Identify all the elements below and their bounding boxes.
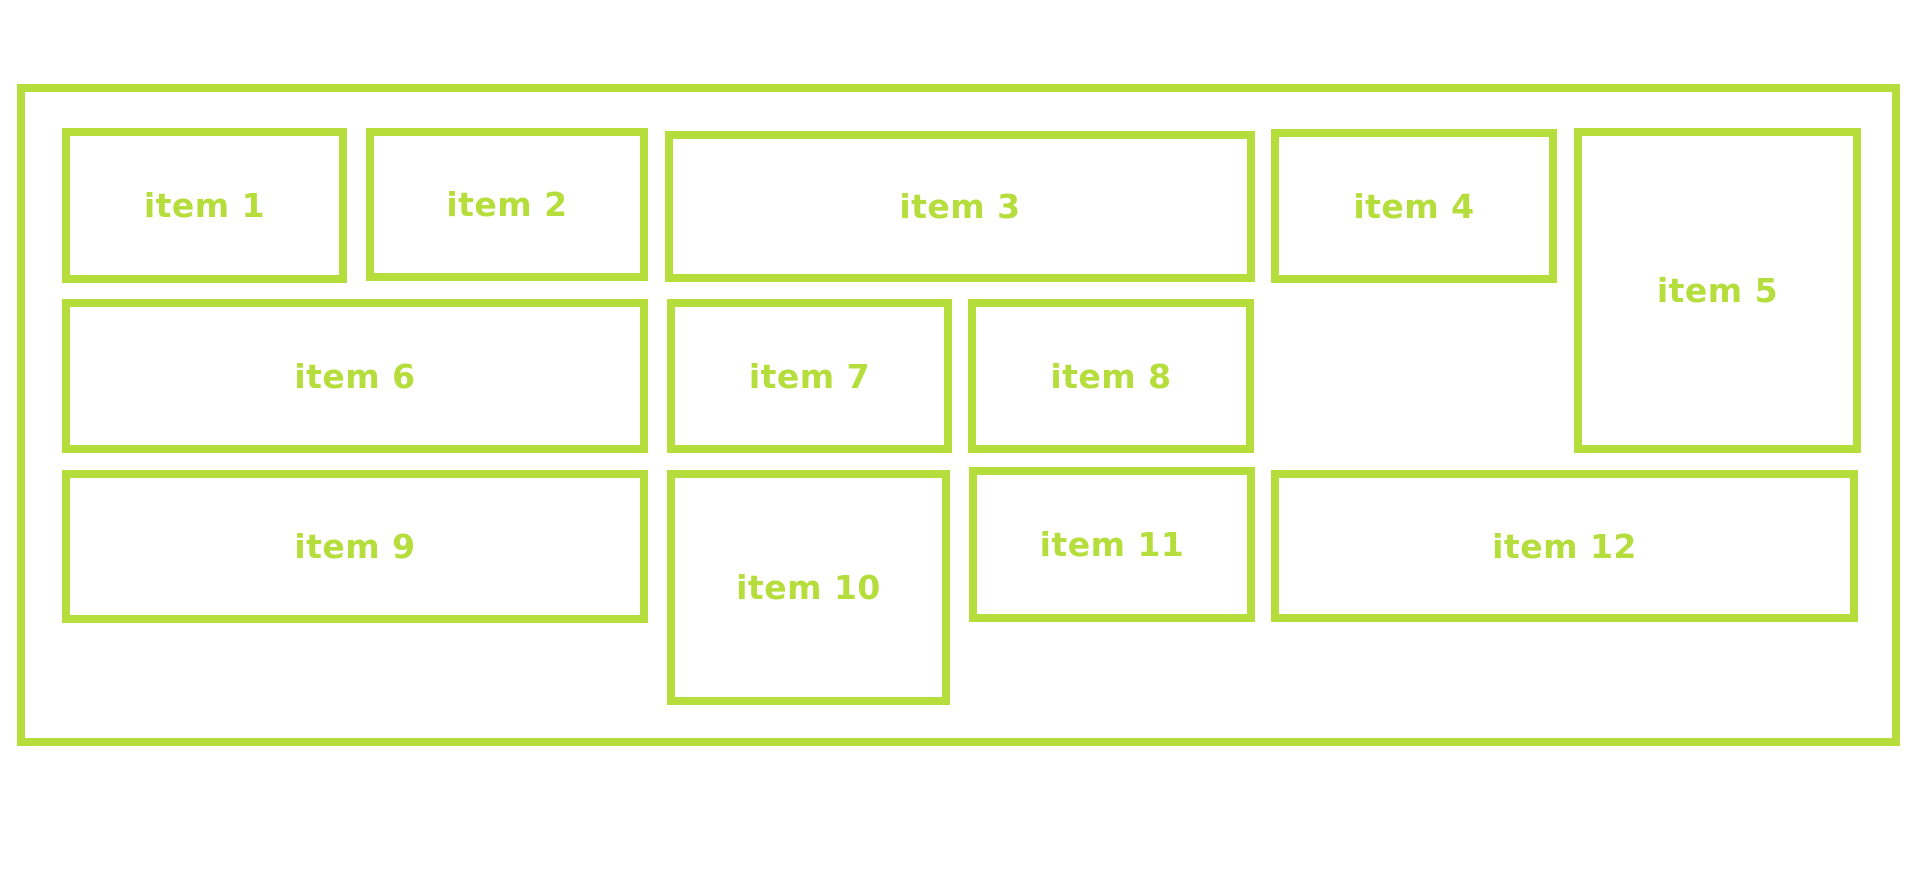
grid-item-6: item 6 <box>62 299 648 453</box>
grid-item-9: item 9 <box>62 470 648 623</box>
grid-item-label: item 11 <box>1039 525 1185 564</box>
grid-item-10: item 10 <box>667 470 950 705</box>
grid-item-label: item 3 <box>899 187 1021 226</box>
grid-item-label: item 7 <box>748 356 871 396</box>
grid-item-11: item 11 <box>969 467 1255 622</box>
grid-item-12: item 12 <box>1271 470 1858 622</box>
grid-item-label: item 12 <box>1492 526 1637 566</box>
grid-item-8: item 8 <box>968 299 1254 453</box>
grid-container <box>17 84 1900 746</box>
grid-item-label: item 2 <box>446 185 568 224</box>
grid-item-label: item 8 <box>1050 356 1172 396</box>
grid-item-3: item 3 <box>665 131 1255 282</box>
grid-item-label: item 6 <box>294 356 416 396</box>
grid-item-label: item 5 <box>1656 271 1779 310</box>
grid-item-label: item 10 <box>736 568 881 607</box>
grid-item-label: item 9 <box>294 527 416 566</box>
grid-item-5: item 5 <box>1574 128 1861 453</box>
grid-item-7: item 7 <box>667 299 952 453</box>
grid-item-1: item 1 <box>62 128 347 283</box>
grid-item-label: item 1 <box>143 186 266 225</box>
grid-item-4: item 4 <box>1271 129 1557 283</box>
grid-item-2: item 2 <box>366 128 648 281</box>
grid-item-label: item 4 <box>1353 186 1475 226</box>
